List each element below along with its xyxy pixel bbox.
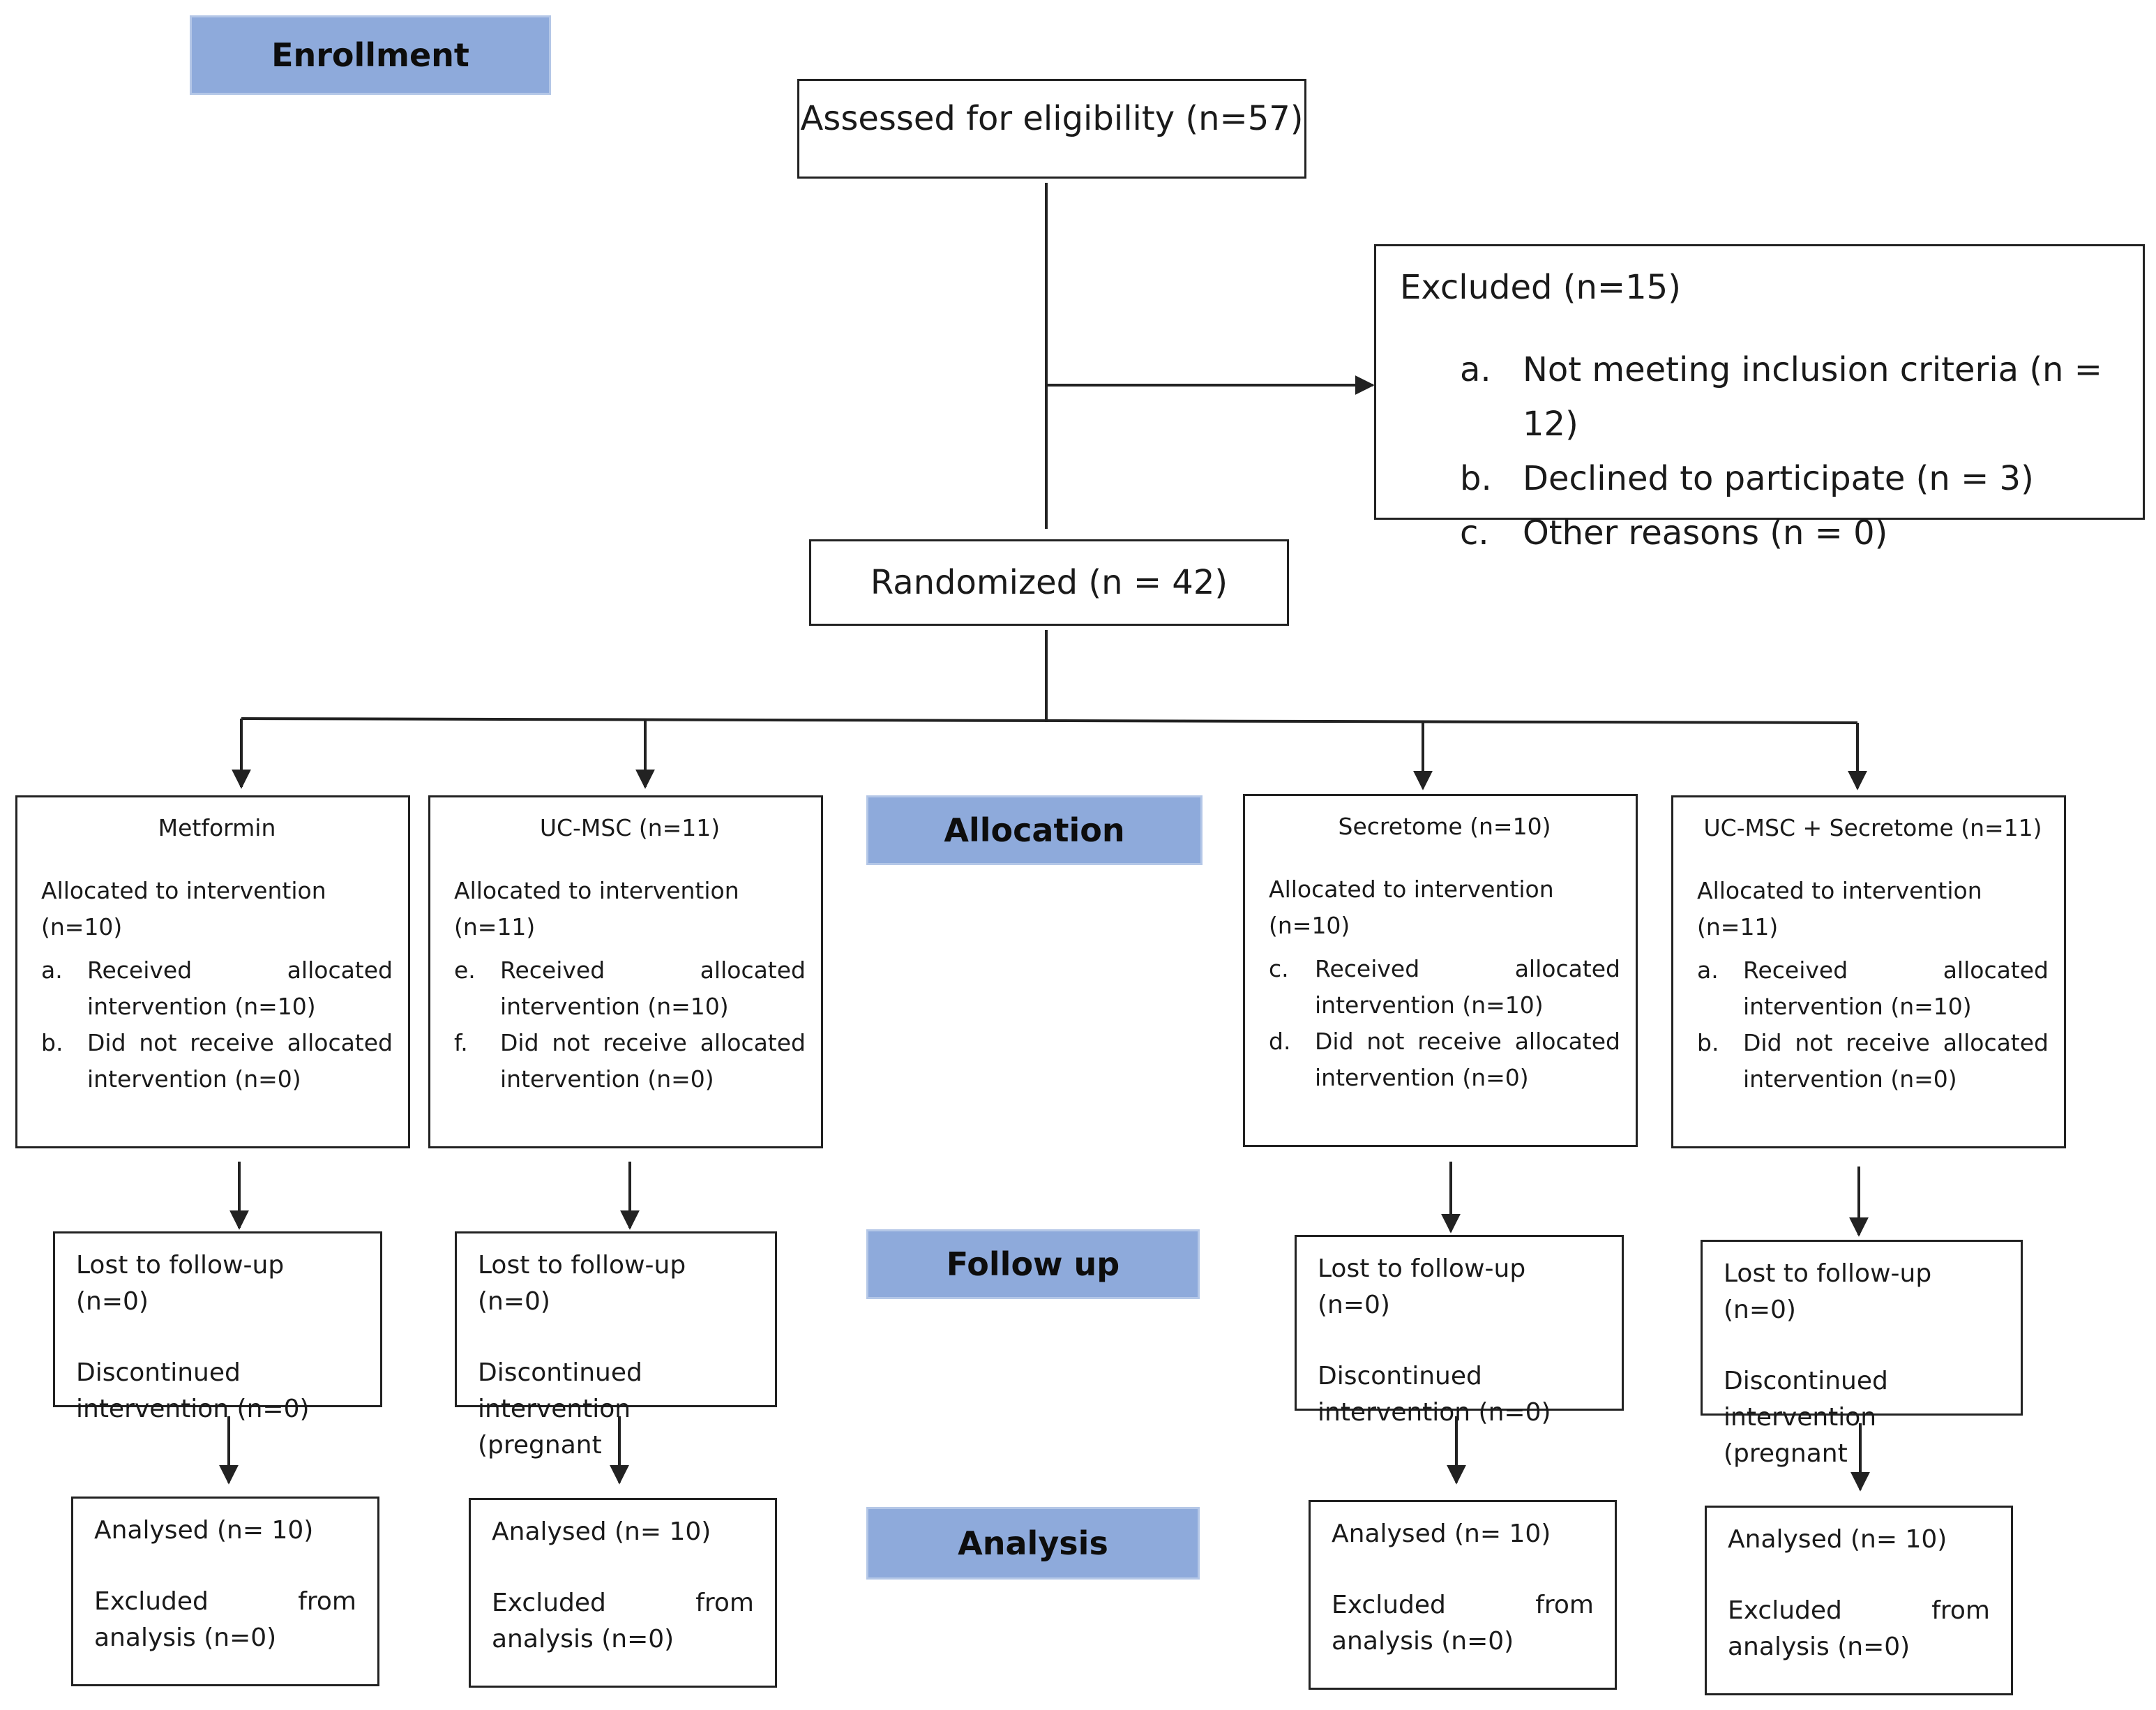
discontinued-value: intervention (pregnant [1724, 1403, 1877, 1468]
analysed-count: Analysed (n= 10) [94, 1516, 314, 1545]
follow-up-box: Lost to follow-up (n=0) Discontinued int… [53, 1231, 382, 1423]
excluded-box: Excluded (n=15) a. Not meeting inclusion… [1374, 244, 2145, 553]
excluded-from-value: analysis (n=0) [1728, 1633, 1910, 1661]
discontinued-label: Discontinued [76, 1358, 241, 1387]
randomized-text: Randomized (n = 42) [870, 563, 1228, 602]
stage-analysis: Analysis [866, 1507, 1200, 1580]
arm-item: b. Did not receive allocated interventio… [1697, 1029, 2049, 1093]
arm-allocation-box: UC-MSC (n=11) Allocated to intervention … [428, 795, 823, 1148]
discontinued-value: intervention (n=0) [76, 1395, 310, 1423]
lost-to-follow-up: Lost to follow-up (n=0) [1318, 1254, 1526, 1319]
excluded-item: a. Not meeting inclusion criteria (n = 1… [1460, 350, 2102, 444]
arm-allocation-box: Secretome (n=10) Allocated to interventi… [1243, 794, 1638, 1147]
arm-allocation-box: Metformin Allocated to intervention (n=1… [15, 795, 410, 1148]
follow-up-box: Lost to follow-up (n=0) Discontinued int… [1295, 1235, 1624, 1427]
arm-title: Secretome (n=10) [1338, 813, 1551, 840]
arm-item: a. Received allocated intervention (n=10… [41, 957, 393, 1020]
excluded-from-label: Excluded from [1728, 1596, 1990, 1625]
analysis-box: Analysed (n= 10) Excluded from analysis … [71, 1497, 379, 1686]
analysed-count: Analysed (n= 10) [492, 1517, 711, 1546]
arm-allocation-box: UC-MSC + Secretome (n=11) Allocated to i… [1671, 795, 2066, 1148]
arm-title: UC-MSC (n=11) [539, 814, 721, 841]
arm-item: d. Did not receive allocated interventio… [1269, 1028, 1620, 1091]
analysis-box: Analysed (n= 10) Excluded from analysis … [469, 1498, 777, 1688]
arm-allocated: Allocated to intervention (n=11) [1697, 877, 1982, 940]
excluded-from-value: analysis (n=0) [1332, 1627, 1514, 1656]
assessed-text: Assessed for eligibility (n=57) [800, 98, 1304, 138]
stage-follow-up: Follow up [866, 1229, 1200, 1299]
stage-allocation: Allocation [866, 795, 1203, 865]
arm-allocated: Allocated to intervention (n=10) [1269, 876, 1554, 939]
discontinued-value: intervention (pregnant [478, 1395, 631, 1460]
stage-enrollment: Enrollment [190, 15, 551, 95]
analysis-box: Analysed (n= 10) Excluded from analysis … [1309, 1500, 1617, 1690]
excluded-from-value: analysis (n=0) [492, 1625, 674, 1653]
lost-to-follow-up: Lost to follow-up (n=0) [478, 1251, 686, 1316]
arm-allocated: Allocated to intervention (n=11) [454, 877, 739, 940]
follow-up-box: Lost to follow-up (n=0) Discontinued int… [1701, 1240, 2023, 1468]
lost-to-follow-up: Lost to follow-up (n=0) [1724, 1259, 1932, 1324]
arm-title: Metformin [158, 814, 276, 841]
excluded-from-label: Excluded from [94, 1587, 356, 1616]
excluded-title: Excluded (n=15) [1400, 268, 1681, 307]
discontinued-label: Discontinued [1318, 1362, 1482, 1390]
arm-item: a. Received allocated intervention (n=10… [1697, 957, 2049, 1020]
arm-item: f. Did not receive allocated interventio… [454, 1029, 806, 1093]
lost-to-follow-up: Lost to follow-up (n=0) [76, 1251, 285, 1316]
excluded-item: b. Declined to participate (n = 3) [1460, 459, 2034, 498]
follow-up-box: Lost to follow-up (n=0) Discontinued int… [455, 1231, 777, 1460]
assessed-box: Assessed for eligibility (n=57) [797, 79, 1306, 179]
analysis-box: Analysed (n= 10) Excluded from analysis … [1705, 1506, 2013, 1695]
arm-title: UC-MSC + Secretome (n=11) [1703, 814, 2042, 841]
arm-item: c. Received allocated intervention (n=10… [1269, 955, 1620, 1019]
discontinued-value: intervention (n=0) [1318, 1398, 1551, 1427]
discontinued-label: Discontinued [478, 1358, 642, 1387]
excluded-from-label: Excluded from [492, 1589, 754, 1617]
arm-item: b. Did not receive allocated interventio… [41, 1029, 393, 1093]
randomized-box: Randomized (n = 42) [809, 539, 1289, 626]
excluded-from-value: analysis (n=0) [94, 1623, 277, 1652]
excluded-item: c. Other reasons (n = 0) [1460, 513, 1888, 553]
arm-allocated: Allocated to intervention (n=10) [41, 877, 326, 940]
allocation-branch-line [241, 717, 1858, 724]
discontinued-label: Discontinued [1724, 1367, 1888, 1395]
analysed-count: Analysed (n= 10) [1332, 1520, 1551, 1548]
excluded-from-label: Excluded from [1332, 1591, 1594, 1619]
analysed-count: Analysed (n= 10) [1728, 1525, 1947, 1554]
arm-item: e. Received allocated intervention (n=10… [454, 957, 806, 1020]
